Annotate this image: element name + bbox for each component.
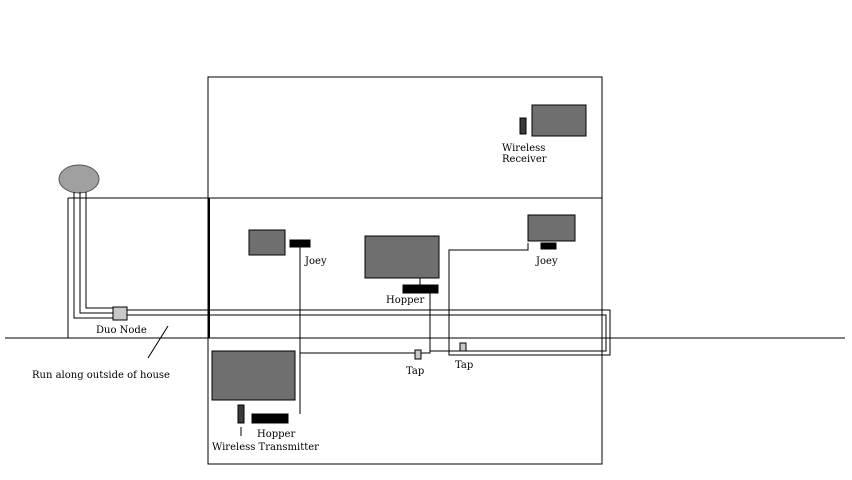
run-note-label: Run along outside of house <box>32 370 170 381</box>
joey-left-box <box>289 239 311 248</box>
wireless-transmitter-label: Wireless Transmitter <box>212 442 319 453</box>
tap-right-label: Tap <box>455 360 473 371</box>
joey-right-label: Joey <box>535 256 558 267</box>
wireless-receiver-label-line1: Wireless <box>502 143 545 154</box>
tap-left-label: Tap <box>406 366 424 377</box>
wireless-receiver-label-line2: Receiver <box>502 154 547 165</box>
joey-left-tv <box>248 229 286 256</box>
hopper-top-tv <box>364 235 440 279</box>
satellite-dish-icon <box>58 164 100 194</box>
hopper-top-label: Hopper <box>386 295 424 306</box>
hopper-bottom-label: Hopper <box>257 429 295 440</box>
wireless-transmitter-box <box>237 404 245 424</box>
hopper-top-box <box>402 284 439 294</box>
outside-cable-run <box>127 243 611 356</box>
duo-node-label: Duo Node <box>96 325 147 336</box>
joey-right-tv <box>527 214 576 242</box>
tap-right-icon <box>459 342 467 352</box>
tap-left-icon <box>414 349 422 360</box>
dish-cables <box>73 192 116 319</box>
duo-node-icon <box>112 306 128 321</box>
tap-cables <box>299 246 431 414</box>
wireless-receiver-tv <box>531 104 587 137</box>
wireless-receiver-box <box>519 117 527 135</box>
hopper-bottom-tv <box>211 350 296 401</box>
joey-right-box <box>540 242 557 250</box>
joey-left-label: Joey <box>304 256 327 267</box>
hopper-bottom-box <box>251 413 289 424</box>
run-note-pointer <box>147 325 169 359</box>
